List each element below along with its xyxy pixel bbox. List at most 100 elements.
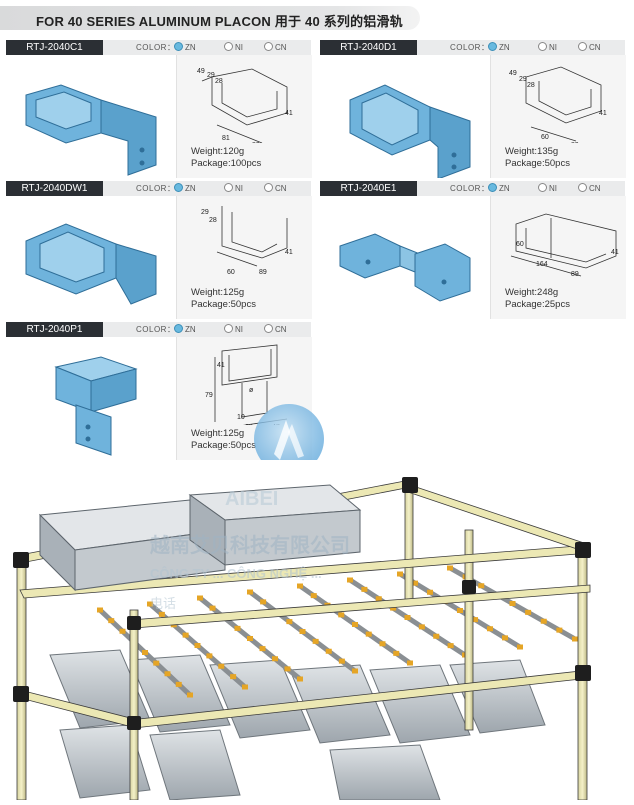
dimension-label: 10 bbox=[237, 414, 245, 421]
color-option-ni[interactable]: NI bbox=[538, 183, 557, 193]
roller bbox=[338, 612, 345, 618]
dimension-label: 89 bbox=[252, 142, 260, 143]
roller bbox=[478, 583, 485, 589]
color-option-ni[interactable]: NI bbox=[224, 42, 243, 52]
product-card: RTJ-2040D1COLOR：ZNNICN492928608941Weight… bbox=[320, 40, 626, 178]
roller bbox=[153, 660, 160, 666]
weight-text: Weight:125g bbox=[191, 287, 245, 298]
color-option-cn[interactable]: CN bbox=[264, 42, 287, 52]
roller bbox=[197, 595, 203, 601]
color-option-label: CN bbox=[589, 184, 601, 193]
roller bbox=[164, 671, 171, 677]
color-option-cn[interactable]: CN bbox=[578, 42, 601, 52]
color-option-label: NI bbox=[549, 43, 557, 52]
radio-icon[interactable] bbox=[488, 183, 497, 192]
color-option-zn[interactable]: ZN bbox=[488, 42, 510, 52]
dimension-label: 41 bbox=[285, 110, 293, 117]
roller bbox=[379, 641, 386, 647]
watermark-brand: AIBEI bbox=[225, 488, 278, 510]
color-option-zn[interactable]: ZN bbox=[174, 42, 196, 52]
roller bbox=[242, 684, 248, 690]
color-option-label: ZN bbox=[185, 184, 196, 193]
roller bbox=[286, 619, 293, 625]
header-bar bbox=[0, 6, 420, 30]
roller bbox=[472, 617, 478, 623]
roller bbox=[365, 631, 372, 637]
radio-icon[interactable] bbox=[224, 183, 233, 192]
roller bbox=[247, 636, 253, 641]
color-option-cn[interactable]: CN bbox=[578, 183, 601, 193]
page-title: FOR 40 SERIES ALUMINUM PLACON 用于 40 系列的铝… bbox=[36, 14, 403, 29]
radio-icon[interactable] bbox=[264, 183, 273, 192]
color-option-label: NI bbox=[235, 184, 243, 193]
radio-icon[interactable] bbox=[578, 42, 587, 51]
color-label: COLOR： bbox=[136, 43, 176, 52]
watermark-logo bbox=[254, 404, 324, 474]
roller bbox=[247, 589, 253, 595]
product-photo bbox=[339, 233, 471, 302]
product-code: RTJ-2040P1 bbox=[6, 322, 103, 337]
color-option-cn[interactable]: CN bbox=[264, 183, 287, 193]
dimension-label: 49 bbox=[197, 68, 205, 75]
dimension-label: 28 bbox=[215, 78, 223, 85]
roller bbox=[447, 643, 454, 649]
color-option-label: NI bbox=[235, 43, 243, 52]
roller bbox=[487, 626, 493, 632]
color-option-zn[interactable]: ZN bbox=[174, 183, 196, 193]
roller bbox=[517, 644, 523, 650]
roller bbox=[206, 653, 213, 659]
roller bbox=[119, 628, 126, 634]
color-option-label: CN bbox=[275, 43, 287, 52]
radio-icon[interactable] bbox=[174, 42, 183, 51]
color-label: COLOR： bbox=[450, 184, 490, 193]
radio-icon[interactable] bbox=[224, 42, 233, 51]
radio-icon[interactable] bbox=[264, 324, 273, 333]
weight-text: Weight:120g bbox=[191, 146, 245, 157]
roller bbox=[108, 618, 115, 624]
color-option-label: ZN bbox=[499, 43, 510, 52]
roller bbox=[361, 586, 368, 592]
roller bbox=[147, 601, 153, 607]
product-code: RTJ-2040DW1 bbox=[6, 181, 103, 196]
roller bbox=[427, 589, 433, 595]
color-option-zn[interactable]: ZN bbox=[488, 183, 510, 193]
weight-text: Weight:248g bbox=[505, 287, 559, 298]
roller bbox=[338, 658, 345, 664]
dimension-label: 29 bbox=[519, 76, 527, 83]
dimension-label: 29 bbox=[207, 72, 215, 79]
radio-icon[interactable] bbox=[264, 42, 273, 51]
radio-icon[interactable] bbox=[578, 183, 587, 192]
color-option-ni[interactable]: NI bbox=[224, 324, 243, 334]
color-option-ni[interactable]: NI bbox=[538, 42, 557, 52]
color-option-label: ZN bbox=[185, 325, 196, 334]
radio-icon[interactable] bbox=[488, 42, 497, 51]
radio-icon[interactable] bbox=[174, 183, 183, 192]
roller bbox=[158, 611, 165, 617]
radio-icon[interactable] bbox=[538, 183, 547, 192]
dimension-label: 60 bbox=[227, 269, 235, 276]
dimension-label: 60 bbox=[541, 134, 549, 141]
roller bbox=[418, 624, 425, 630]
color-option-zn[interactable]: ZN bbox=[174, 324, 196, 334]
roller bbox=[352, 668, 358, 674]
watermark-company-vn: CÔNG TY ... CÔNG NGHỆ ... bbox=[150, 566, 322, 581]
color-label: COLOR： bbox=[136, 325, 176, 334]
color-option-ni[interactable]: NI bbox=[224, 183, 243, 193]
radio-icon[interactable] bbox=[174, 324, 183, 333]
watermark-phone: 电话 bbox=[150, 596, 176, 611]
roller bbox=[97, 607, 103, 613]
roller bbox=[404, 615, 411, 620]
dimension-label: 81 bbox=[222, 135, 230, 142]
radio-icon[interactable] bbox=[538, 42, 547, 51]
radio-icon[interactable] bbox=[224, 324, 233, 333]
dimension-drawing: 492928608941 bbox=[509, 66, 607, 143]
package-text: Package:50pcs bbox=[191, 299, 256, 310]
product-photo bbox=[349, 84, 471, 178]
color-option-cn[interactable]: CN bbox=[264, 324, 287, 334]
